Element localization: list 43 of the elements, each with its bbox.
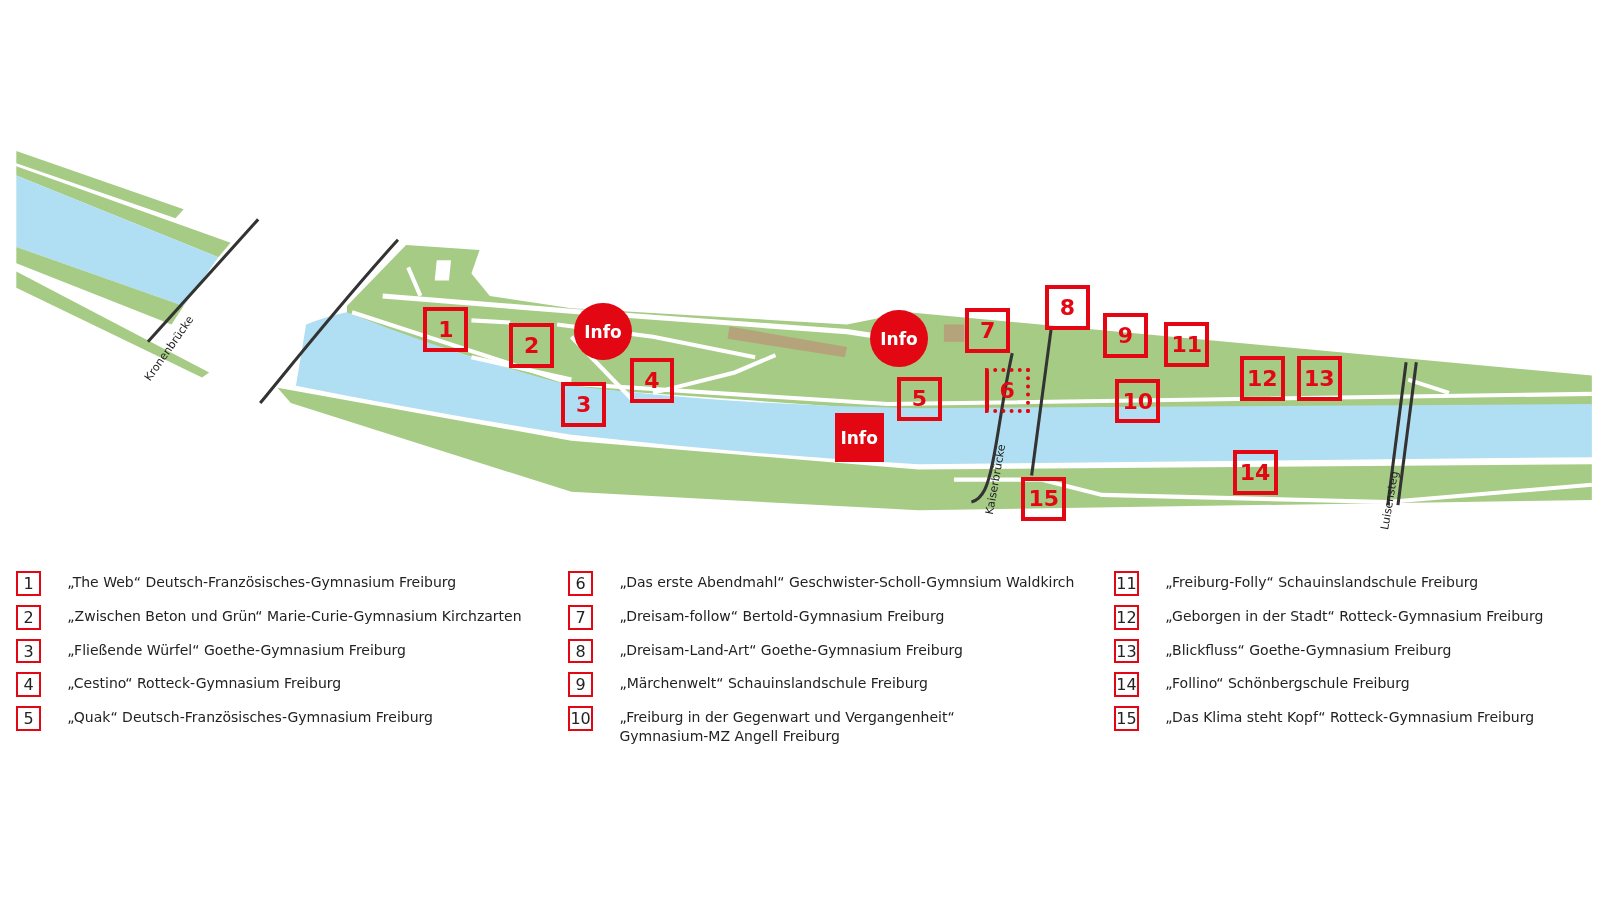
legend-number-box: 2 (16, 605, 41, 630)
marker-box: 11 (1164, 322, 1210, 368)
legend-number-box: 13 (1114, 638, 1139, 664)
legend-entry: „Quak“ Deutsch-Französisches-Gymnasium Freiburg (67, 708, 434, 728)
marker-box: 8 (1044, 284, 1090, 330)
legend-entry: „Geborgen in der Stadt“ Rotteck-Gymnasium Freiburg (1165, 607, 1545, 627)
marker-box: 15 (1021, 476, 1067, 522)
legend-entry: „Das erste Abendmahl“ Geschwister-Scholl-Gymnsium Waldkirch (619, 573, 1076, 593)
legend-entry: „Freiburg in der Gegenwart und Vergangenheit“ Gymnasium-MZ Angell Freiburg (619, 708, 956, 747)
legend-entry: „Das Klima steht Kopf“ Rotteck-Gymnasium Freiburg (1165, 708, 1536, 728)
legend-number-box: 3 (16, 638, 41, 664)
legend-number-box: 6 (568, 571, 593, 596)
marker-box: 2 (509, 323, 555, 369)
marker-box: 13 (1296, 356, 1342, 401)
marker-box: 7 (965, 308, 1011, 354)
legend-entry: „Fließende Würfel“ Goethe-Gymnasium Freiburg (67, 640, 407, 660)
legend-entry: „Dreisam-Land-Art“ Goethe-Gymnasium Freiburg (619, 640, 964, 660)
marker-box: 1 (423, 307, 469, 353)
legend-number-box: 9 (568, 672, 593, 697)
legend-number-box: 8 (568, 638, 593, 664)
legend-number-box: 4 (16, 672, 41, 697)
legend-number-box: 1 (16, 571, 41, 596)
legend-entry: „The Web“ Deutsch-Französisches-Gymnasium Freiburg (67, 573, 458, 593)
legend-number-box: 14 (1114, 672, 1139, 697)
legend-entry: „Märchenwelt“ Schauinslandschule Freiburg (619, 674, 929, 694)
legend-number-box: 10 (568, 706, 593, 731)
legend-entry: „Zwischen Beton und Grün“ Marie-Curie-Gymnasium Kirchzarten (67, 607, 523, 627)
legend-number-box: 11 (1114, 571, 1139, 596)
legend-entry: „Follino“ Schönbergschule Freiburg (1165, 674, 1411, 694)
marker-box: 12 (1239, 356, 1285, 401)
legend-number-box: 12 (1114, 605, 1139, 630)
marker-box: 10 (1115, 378, 1161, 424)
info-marker: Info (834, 413, 884, 463)
legend-entry: „Blickfluss“ Goethe-Gymnasium Freiburg (1165, 640, 1453, 660)
legend-entry: „Cestino“ Rotteck-Gymnasium Freiburg (67, 674, 343, 694)
legend-entry: „Freiburg-Folly“ Schauinslandschule Freiburg (1165, 573, 1480, 593)
legend-entry: „Dreisam-follow“ Bertold-Gymnasium Freiburg (619, 607, 946, 627)
marker-box: 3 (561, 381, 607, 427)
marker-box: 4 (629, 358, 675, 404)
legend-number-box: 5 (16, 706, 41, 731)
marker-box: 14 (1232, 450, 1278, 495)
legend-number-box: 7 (568, 605, 593, 630)
legend-number-box: 15 (1114, 706, 1139, 731)
